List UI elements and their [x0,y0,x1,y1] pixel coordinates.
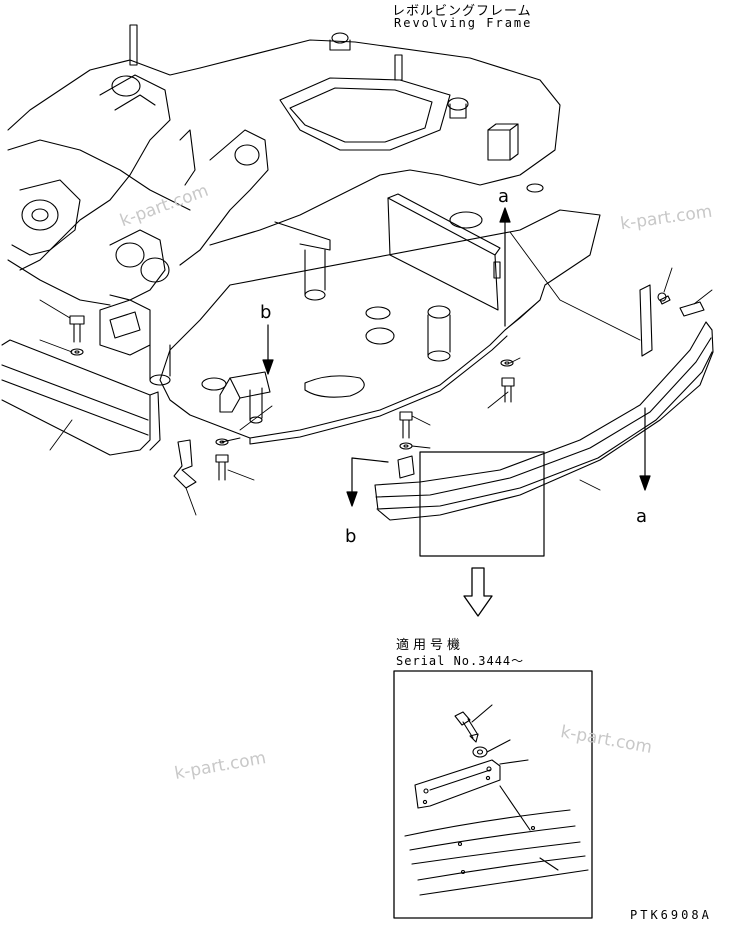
drawing-code: PTK6908A [630,908,712,922]
detail-serial-caption: Serial No.3444～ [396,654,525,668]
revolving-frame-jp-title: レボルビングフレーム [392,4,532,19]
revolving-frame-title: Revolving Frame [394,16,533,30]
arrow-label-a-right: a [636,506,648,527]
left-counterweight [1,299,161,456]
bolt-washer-center [397,359,515,479]
frame-pins [149,221,451,386]
arrow-label-b-mid: b [260,302,272,323]
frame-upper-structure [7,24,561,246]
arrow-label-a-top: a [498,186,510,207]
side-cover-panel [387,193,501,311]
mount-bracket [219,371,271,424]
boom-bracket [7,74,269,306]
rear-counterweight [374,284,714,521]
revolving-frame-plate [159,183,601,445]
bolt-washer-left [69,315,229,481]
reference-arrows [262,207,651,617]
hose-clamp [173,439,197,489]
detail-jp-caption: 適用号機 [396,638,465,653]
detail-region-box [419,451,545,557]
serial-detail-inset [393,670,593,919]
leader-lines [39,231,713,516]
arrow-label-b-left: b [345,526,357,547]
